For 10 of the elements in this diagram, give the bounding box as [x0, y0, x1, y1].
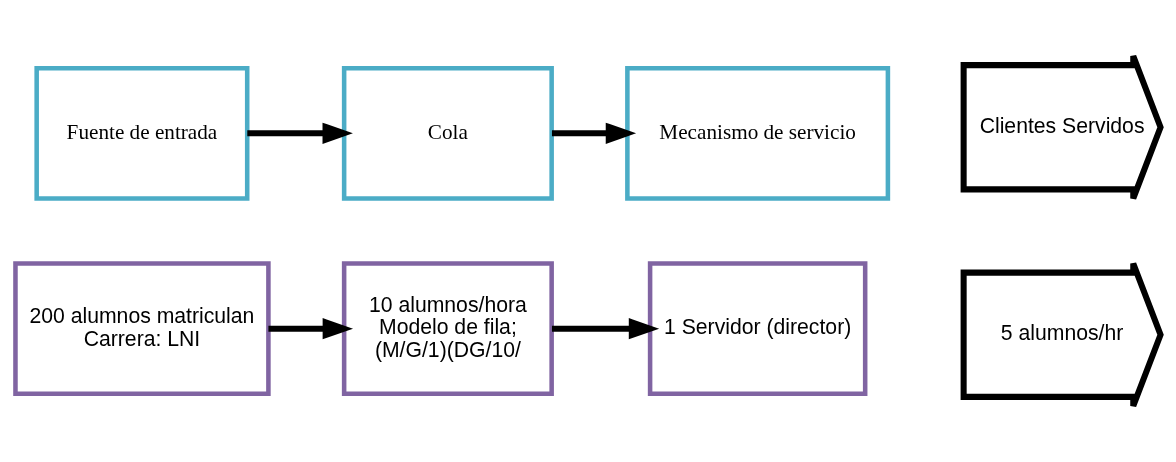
arrow [551, 318, 660, 340]
arrow [268, 318, 353, 340]
node-box: 200 alumnos matriculan Carrera: LNI [13, 261, 271, 397]
node-box: Mecanismo de servicio [625, 65, 891, 201]
node-box: 1 Servidor (director) [647, 261, 868, 397]
node-box: Fuente de entrada [34, 65, 250, 201]
node-box: Cola [341, 65, 554, 201]
arrow [551, 122, 637, 144]
arrow [247, 122, 353, 144]
node-box: 10 alumnos/hora Modelo de fila; (M/G/1)(DG/10/ [341, 261, 554, 397]
